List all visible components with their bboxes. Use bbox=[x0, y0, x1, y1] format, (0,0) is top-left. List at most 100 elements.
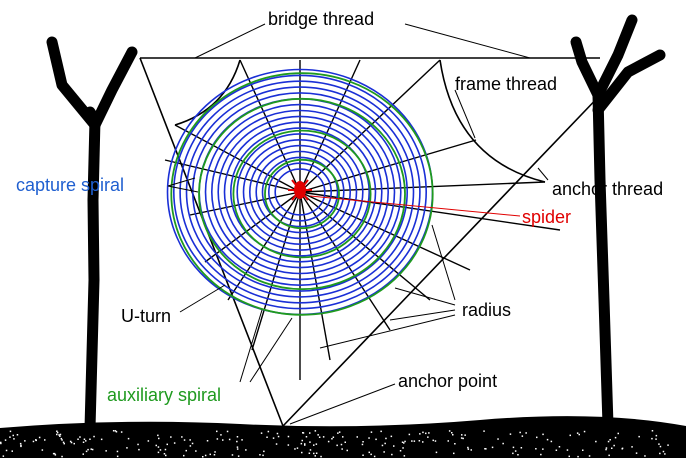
ground-speck bbox=[41, 449, 44, 451]
ground-speck bbox=[659, 445, 662, 448]
ground-speck bbox=[525, 432, 527, 434]
ground-speck bbox=[331, 438, 333, 440]
ground-speck bbox=[461, 434, 463, 436]
ground-speck bbox=[206, 440, 209, 442]
ground-speck bbox=[517, 454, 519, 456]
ground-speck bbox=[127, 437, 130, 440]
ground-speck bbox=[73, 442, 75, 445]
label-anchor-thread: anchor thread bbox=[552, 179, 664, 199]
ground-speck bbox=[540, 453, 542, 456]
ground-speck bbox=[82, 453, 84, 455]
ground-speck bbox=[189, 445, 192, 447]
ground-speck bbox=[550, 440, 553, 443]
ground-speck bbox=[391, 453, 393, 456]
ground-speck bbox=[491, 446, 494, 449]
ground-speck bbox=[658, 443, 660, 445]
ground-speck bbox=[309, 441, 311, 443]
ground-speck bbox=[521, 435, 524, 437]
ground-speck bbox=[451, 432, 453, 434]
ground-speck bbox=[448, 430, 451, 432]
ground-speck bbox=[368, 437, 370, 439]
ground-speck bbox=[20, 445, 22, 448]
ground-speck bbox=[275, 443, 278, 445]
ground-speck bbox=[308, 452, 311, 454]
ground-speck bbox=[112, 430, 115, 432]
ground-speck bbox=[568, 455, 570, 458]
ground-speck bbox=[24, 440, 26, 442]
ground-speck bbox=[4, 439, 7, 441]
ground-speck bbox=[460, 437, 463, 439]
ground-speck bbox=[191, 442, 194, 445]
ground-speck bbox=[381, 444, 384, 447]
ground-speck bbox=[404, 440, 406, 443]
ground-speck bbox=[260, 432, 263, 434]
ground-speck bbox=[85, 440, 87, 442]
capture-spiral-ring bbox=[261, 156, 339, 228]
ground-speck bbox=[157, 451, 160, 454]
ground-speck bbox=[502, 442, 504, 445]
ground-speck bbox=[159, 449, 162, 451]
ground-speck bbox=[401, 441, 404, 443]
ground-speck bbox=[173, 442, 176, 444]
capture-spiral-ring bbox=[217, 115, 383, 269]
ground-speck bbox=[236, 440, 238, 443]
ground-speck bbox=[5, 449, 8, 452]
ground-speck bbox=[314, 430, 317, 432]
ground-speck bbox=[59, 435, 61, 437]
ground-speck bbox=[613, 444, 615, 447]
ground-speck bbox=[56, 430, 58, 432]
ground-speck bbox=[62, 441, 65, 444]
ground-speck bbox=[464, 434, 466, 436]
ground-speck bbox=[53, 452, 56, 455]
ground-speck bbox=[209, 453, 211, 456]
ground-speck bbox=[428, 432, 430, 434]
ground-speck bbox=[69, 440, 72, 443]
ground-speck bbox=[664, 453, 666, 455]
capture-spiral-ring bbox=[185, 86, 415, 298]
ground-speck bbox=[116, 450, 119, 453]
ground-speck bbox=[467, 448, 470, 450]
ground-speck bbox=[16, 434, 19, 436]
ground-speck bbox=[222, 439, 224, 441]
ground-speck bbox=[91, 448, 94, 451]
ground-speck bbox=[535, 448, 537, 450]
ground-speck bbox=[82, 441, 85, 443]
ground-speck bbox=[304, 443, 306, 445]
pointer-lines bbox=[167, 23, 549, 425]
ground-speck bbox=[318, 436, 321, 438]
ground-speck bbox=[155, 444, 157, 447]
ground-speck bbox=[296, 447, 299, 449]
auxiliary-spiral-ring bbox=[198, 97, 406, 291]
ground-speck bbox=[453, 452, 455, 455]
capture-spiral-ring bbox=[179, 80, 421, 304]
ground-speck bbox=[56, 431, 59, 434]
ground-speck bbox=[259, 454, 261, 456]
ground-speck bbox=[226, 430, 229, 433]
ground-speck bbox=[485, 448, 487, 450]
ground-speck bbox=[85, 450, 88, 453]
ground-speck bbox=[390, 435, 393, 438]
ground-speck bbox=[320, 455, 322, 458]
ground-speck bbox=[63, 442, 65, 445]
ground-speck bbox=[301, 439, 303, 442]
ground-speck bbox=[236, 448, 239, 450]
ground-speck bbox=[267, 430, 270, 433]
auxiliary-spiral-ring bbox=[232, 129, 372, 259]
ground-speck bbox=[588, 455, 591, 457]
ground-speck bbox=[338, 431, 341, 433]
radius-thread bbox=[299, 191, 391, 331]
capture-spiral-ring bbox=[173, 74, 427, 310]
ground-speck bbox=[300, 442, 303, 445]
ground-speck bbox=[536, 436, 538, 439]
ground-speck bbox=[435, 451, 438, 454]
auxiliary-spiral-ring bbox=[264, 158, 340, 230]
label-capture-spiral: capture spiral bbox=[16, 175, 125, 195]
ground-speck bbox=[35, 439, 37, 441]
ground-speck bbox=[216, 438, 219, 440]
ground-speck bbox=[519, 431, 521, 434]
ground-speck bbox=[12, 434, 14, 437]
ground-speck bbox=[509, 433, 512, 435]
ground-speck bbox=[434, 440, 437, 442]
ground-speck bbox=[332, 436, 335, 438]
ground-speck bbox=[422, 431, 424, 434]
